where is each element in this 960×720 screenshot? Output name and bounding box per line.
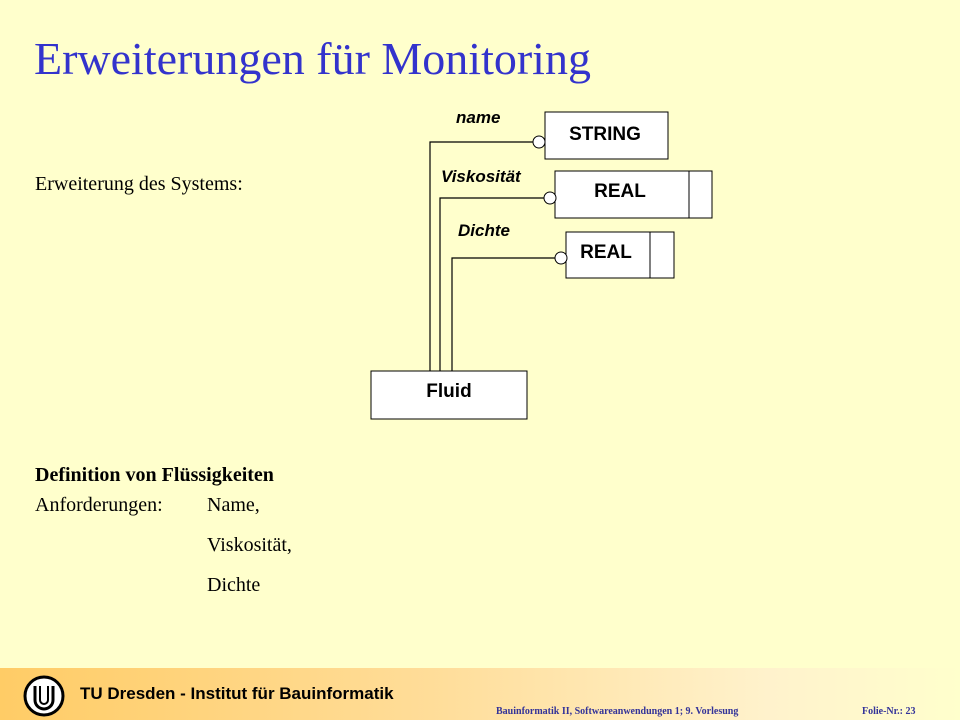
relation-circle-dichte — [554, 251, 568, 265]
slide-title: Erweiterungen für Monitoring — [34, 33, 591, 84]
footer-slide-number: Folie-Nr.: 23 — [862, 706, 916, 717]
type-label-real-1: REAL — [594, 181, 646, 202]
tu-dresden-logo-icon — [23, 675, 65, 717]
relation-circle-viskositaet — [543, 191, 557, 205]
footer-bar — [0, 668, 960, 720]
requirements-label: Anforderungen: — [35, 494, 163, 516]
footer-institute: TU Dresden - Institut für Bauinformatik — [80, 684, 394, 703]
type-label-string: STRING — [569, 124, 641, 145]
entity-label-fluid: Fluid — [426, 381, 471, 402]
type-box-real-dichte: REAL — [565, 231, 675, 279]
definition-heading: Definition von Flüssigkeiten — [35, 464, 274, 486]
relation-line-name — [429, 141, 533, 371]
relation-line-viskositaet — [439, 197, 544, 371]
type-label-real-2: REAL — [580, 242, 632, 263]
entity-box-fluid: Fluid — [370, 370, 528, 420]
footer-course: Bauinformatik II, Softwareanwendungen 1;… — [496, 706, 739, 717]
attribute-label-viskositaet: Viskosität — [441, 167, 522, 186]
requirement-item: Viskosität, — [207, 534, 292, 556]
type-box-string: STRING — [544, 111, 669, 160]
attribute-label-name: name — [456, 108, 500, 127]
type-box-real-viskositaet: REAL — [554, 170, 713, 219]
slide-subtitle: Erweiterung des Systems: — [35, 173, 243, 195]
requirement-item: Dichte — [207, 574, 261, 596]
requirement-item: Name, — [207, 494, 260, 516]
relation-line-dichte — [451, 257, 556, 371]
attribute-label-dichte: Dichte — [458, 221, 510, 240]
relation-circle-name — [532, 135, 546, 149]
